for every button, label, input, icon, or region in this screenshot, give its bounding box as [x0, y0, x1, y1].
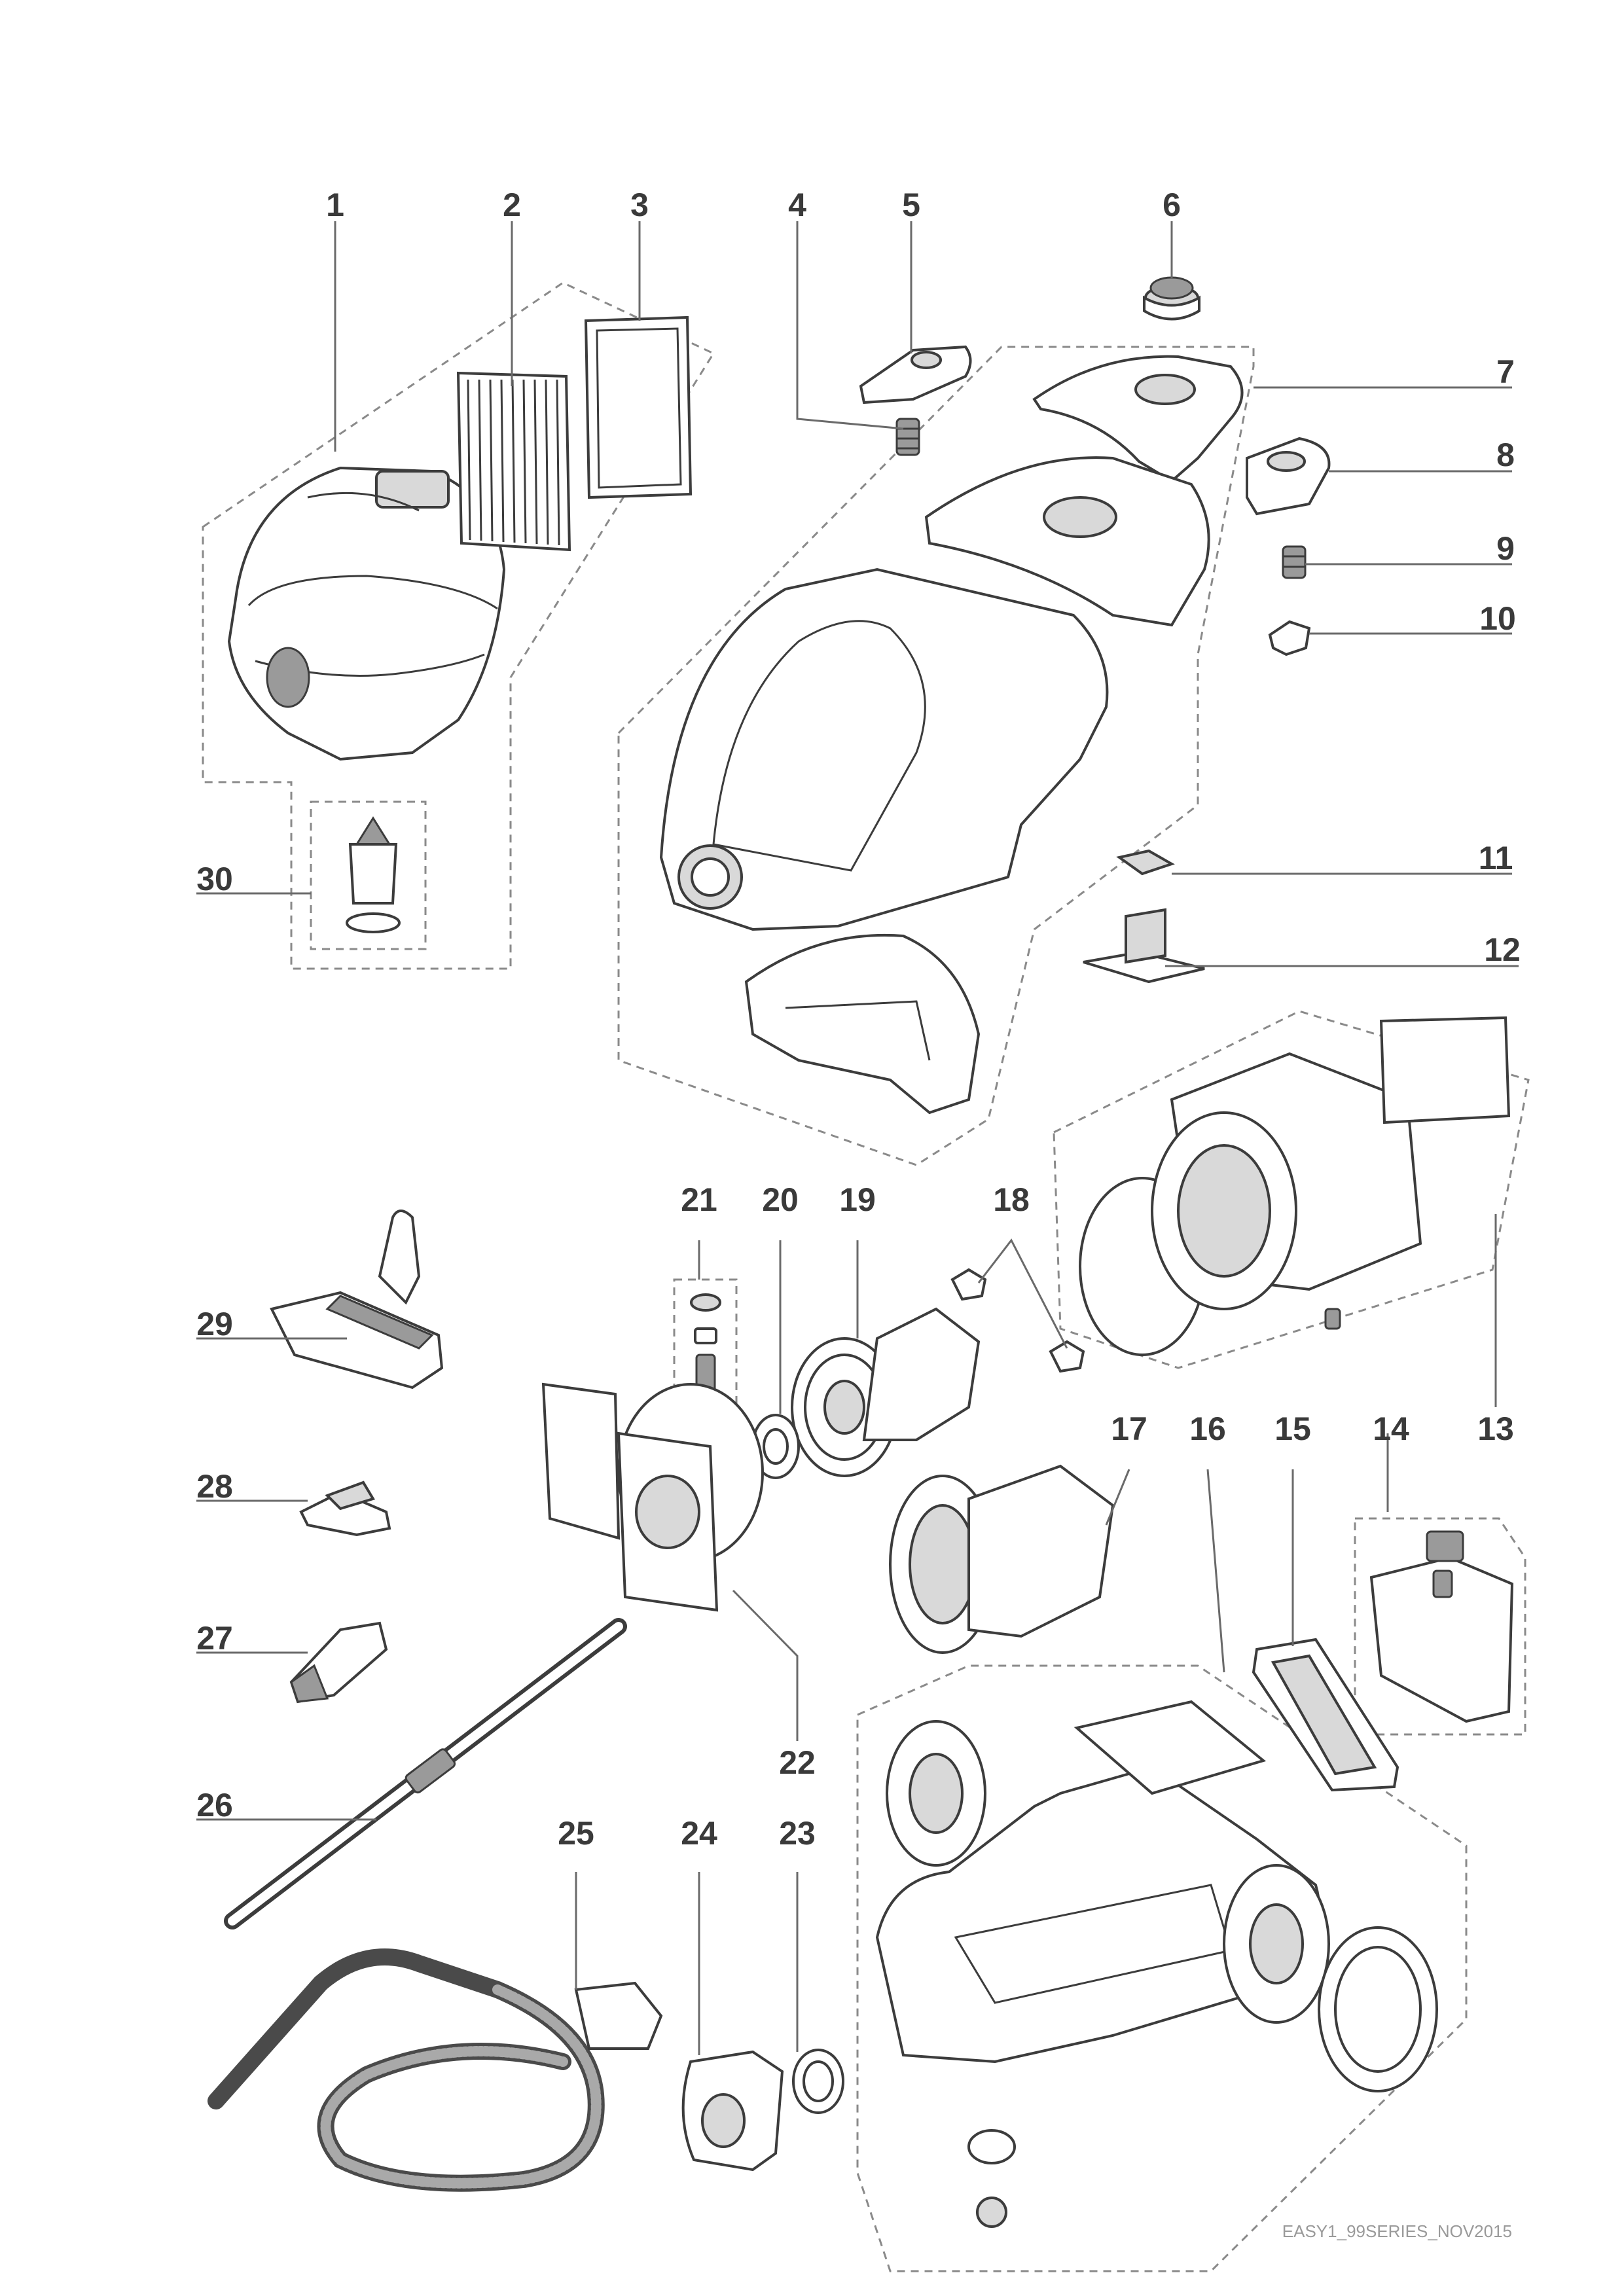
part-24-connector-cover — [681, 2050, 784, 2172]
part-29-floor-nozzle — [270, 1210, 444, 1390]
parts — [208, 276, 1514, 2228]
callout-21: 21 — [681, 1181, 717, 1218]
part-26-telescopic-tube — [224, 1618, 627, 1929]
outline-filter-grille-14 — [1354, 1517, 1526, 1736]
part-11-chip — [1116, 849, 1175, 876]
part-12-bracket — [1083, 908, 1205, 984]
callout-14: 14 — [1373, 1410, 1409, 1447]
part-19-motor — [791, 1307, 981, 1477]
callout-18: 18 — [993, 1181, 1030, 1218]
part-1-container-cover — [227, 466, 506, 761]
leader-18 — [977, 1238, 1068, 1349]
callout-30: 30 — [196, 861, 233, 897]
leader-lines — [196, 221, 1519, 2055]
part-22-fan-housing — [541, 1382, 764, 1612]
part-27-crevice-tool — [289, 1621, 388, 1704]
outline-filter-30 — [310, 800, 427, 950]
callout-9: 9 — [1496, 530, 1515, 567]
callout-25: 25 — [558, 1815, 594, 1852]
callout-16: 16 — [1189, 1410, 1226, 1447]
callout-1: 1 — [326, 187, 344, 223]
callout-19: 19 — [839, 1181, 876, 1218]
callout-22: 22 — [779, 1744, 816, 1781]
callout-29: 29 — [196, 1306, 233, 1342]
callout-7: 7 — [1496, 353, 1515, 390]
part-3-filter-pad — [584, 315, 693, 499]
part-upper-housing — [924, 456, 1210, 627]
part-14-grille-frame — [1369, 1530, 1514, 1723]
part-4-spring — [895, 418, 920, 456]
part-10-clip — [1268, 620, 1311, 656]
callout-24: 24 — [681, 1815, 717, 1852]
callout-4: 4 — [788, 187, 806, 223]
leader-4 — [796, 221, 904, 430]
callout-11: 11 — [1479, 840, 1513, 876]
outline-cover-group — [202, 281, 715, 970]
leader-16 — [1206, 1469, 1225, 1673]
callout-6: 6 — [1163, 187, 1181, 223]
part-23-small-ring — [792, 2049, 844, 2114]
outline-base-16 — [856, 1664, 1468, 2272]
callout-27: 27 — [196, 1620, 233, 1657]
callout-28: 28 — [196, 1468, 233, 1505]
callout-26: 26 — [196, 1787, 233, 1823]
callout-3: 3 — [630, 187, 649, 223]
callout-5: 5 — [902, 187, 920, 223]
part-13-motor-housing — [1079, 1016, 1511, 1356]
part-5-release-button — [859, 345, 972, 404]
part-2-pleated-filter — [456, 371, 571, 552]
part-handle-piece — [744, 933, 981, 1115]
part-20-ring — [751, 1414, 800, 1479]
part-7-top-cover — [1032, 355, 1244, 483]
part-30-cyclone-insert — [346, 816, 401, 933]
part-9-spring — [1282, 545, 1307, 579]
outline-motor-housing-13 — [1053, 1010, 1530, 1369]
part-15-filter-grid — [1252, 1638, 1399, 1792]
part-6-knob — [1143, 276, 1200, 321]
part-8-button-cap — [1246, 437, 1331, 516]
callout-13: 13 — [1477, 1410, 1514, 1447]
drawing-reference-code: EASY1_99SERIES_NOV2015 — [1282, 2221, 1512, 2241]
callout-15: 15 — [1274, 1410, 1311, 1447]
part-16-base-body — [875, 1700, 1438, 2228]
callout-8: 8 — [1496, 437, 1515, 473]
callout-23: 23 — [779, 1815, 816, 1852]
callout-10: 10 — [1479, 600, 1516, 637]
part-28-small-tool — [299, 1480, 391, 1537]
part-main-body-frame — [659, 567, 1109, 931]
leader-17 — [1105, 1469, 1130, 1526]
part-17-cable-reel — [889, 1464, 1115, 1654]
part-18-clips — [950, 1268, 1085, 1373]
part-25-hose — [208, 1948, 663, 2192]
callout-12: 12 — [1484, 931, 1521, 968]
callout-numbers: 1 2 3 4 5 6 7 8 9 10 11 12 13 14 15 16 1… — [196, 187, 1521, 1852]
callout-17: 17 — [1111, 1410, 1147, 1447]
callout-20: 20 — [762, 1181, 799, 1218]
callout-2: 2 — [503, 187, 521, 223]
leader-22 — [732, 1589, 799, 1741]
part-21-spring-stack — [690, 1293, 721, 1392]
